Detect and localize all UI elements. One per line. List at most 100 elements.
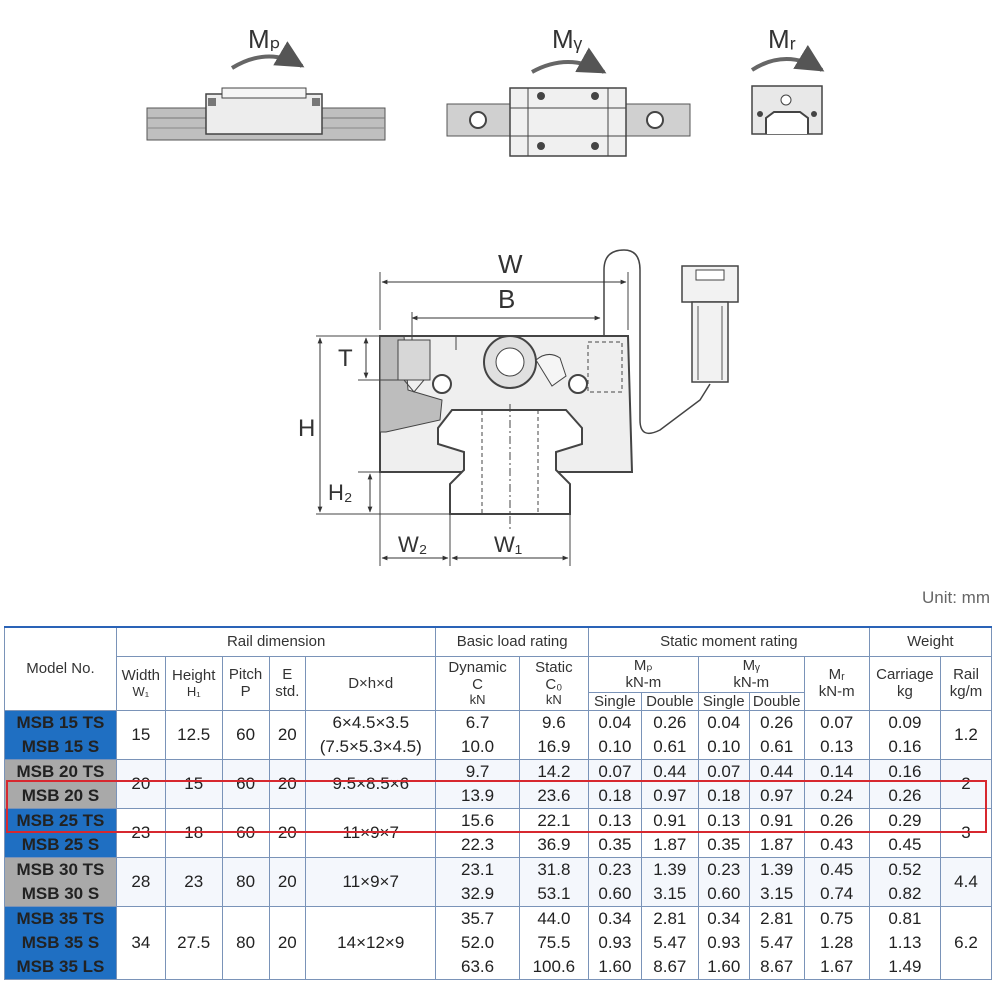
my-s-cell-line: 0.35 bbox=[707, 834, 741, 854]
mr-cell-line: 0.07 bbox=[820, 712, 854, 732]
my-d-cell-line: 0.61 bbox=[760, 736, 794, 756]
my-s-cell: 0.13 0.35 bbox=[697, 807, 750, 858]
width-cell: 15 bbox=[115, 709, 166, 760]
header-width-label: Width bbox=[121, 667, 160, 685]
header-dynamic-label: Dynamic bbox=[448, 658, 507, 676]
c-cell-line: 22.3 bbox=[461, 834, 495, 854]
dim-b-label: B bbox=[498, 284, 515, 314]
my-s-cell-line: 0.13 bbox=[707, 810, 741, 830]
model-cell-line: MSB 25 S bbox=[21, 834, 100, 854]
c-cell-line: 32.9 bbox=[461, 883, 495, 903]
my-d-cell-line: 1.87 bbox=[760, 834, 794, 854]
header-weight: Weight bbox=[868, 626, 993, 657]
carriage-cell-line: 0.82 bbox=[888, 883, 922, 903]
mp-s-cell-line: 0.04 bbox=[598, 712, 632, 732]
header-carriage-unit: kg bbox=[896, 683, 913, 701]
my-s-cell-line: 0.18 bbox=[707, 785, 741, 805]
width-cell: 34 bbox=[115, 905, 166, 980]
carriage-cell-line: 0.16 bbox=[888, 736, 922, 756]
header-mp-single: Single bbox=[587, 691, 642, 711]
header-model: Model No. bbox=[4, 625, 117, 711]
unit-label: Unit: mm bbox=[922, 588, 990, 607]
my-d-cell-line: 0.97 bbox=[760, 785, 794, 805]
my-s-cell-line: 1.60 bbox=[707, 956, 741, 976]
mp-d-cell-line: 0.97 bbox=[653, 785, 687, 805]
mr-cell-line: 0.24 bbox=[820, 785, 854, 805]
mp-d-cell-line: 0.91 bbox=[653, 810, 687, 830]
c-cell-line: 23.1 bbox=[461, 859, 495, 879]
model-cell-line: MSB 15 TS bbox=[16, 712, 105, 732]
c-cell-line: 35.7 bbox=[461, 908, 495, 928]
c-cell: 15.6 22.3 bbox=[435, 807, 520, 858]
header-rail-unit: kg/m bbox=[949, 683, 983, 701]
c0-cell-line: 100.6 bbox=[532, 956, 576, 976]
mp-s-cell-line: 0.10 bbox=[598, 736, 632, 756]
c0-cell-line: 16.9 bbox=[537, 736, 571, 756]
c0-cell-line: 22.1 bbox=[537, 810, 571, 830]
header-basic-load: Basic load rating bbox=[435, 626, 589, 657]
my-s-cell-line: 0.23 bbox=[707, 859, 741, 879]
my-d-cell-line: 3.15 bbox=[760, 883, 794, 903]
header-e-label: E bbox=[282, 666, 293, 684]
my-s-cell-line: 0.10 bbox=[707, 736, 741, 756]
dhd-cell-line: 6×4.5×3.5 bbox=[332, 712, 410, 732]
dhd-cell: 9.5×8.5×6 bbox=[305, 758, 437, 809]
mp-s-cell-line: 0.60 bbox=[598, 883, 632, 903]
dhd-cell-line: 14×12×9 bbox=[337, 932, 405, 952]
c0-cell-line: 75.5 bbox=[537, 932, 571, 952]
header-static-unit: kN bbox=[545, 692, 562, 708]
mp-s-cell-line: 0.13 bbox=[598, 810, 632, 830]
height-cell: 15 bbox=[164, 758, 223, 809]
mr-cell-line: 0.75 bbox=[820, 908, 854, 928]
header-my-double: Double bbox=[748, 691, 805, 711]
cross-section-drawing: W B T H H₂ W₂ W₁ bbox=[298, 249, 739, 566]
mp-d-cell-line: 0.44 bbox=[653, 761, 687, 781]
my-d-cell-line: 0.91 bbox=[760, 810, 794, 830]
dhd-cell-line: 11×9×7 bbox=[342, 871, 399, 891]
header-my-label: Mᵧ bbox=[742, 657, 760, 674]
moment-mr-diagram: Mᵣ bbox=[750, 24, 825, 135]
mp-d-cell-line: 0.26 bbox=[653, 712, 687, 732]
mp-s-cell-line: 0.18 bbox=[598, 785, 632, 805]
c0-cell-line: 31.8 bbox=[537, 859, 571, 879]
header-mr-unit: kN-m bbox=[818, 683, 855, 701]
mp-d-cell-line: 2.81 bbox=[653, 908, 687, 928]
moment-my-diagram: Mᵧ bbox=[446, 24, 691, 157]
model-cell-line: MSB 25 TS bbox=[16, 810, 105, 830]
mr-cell: 0.07 0.13 bbox=[803, 709, 870, 760]
width-cell: 20 bbox=[115, 758, 166, 809]
dhd-cell: 6×4.5×3.5(7.5×5.3×4.5) bbox=[305, 709, 437, 760]
my-s-cell-line: 0.93 bbox=[707, 932, 741, 952]
pitch-cell: 60 bbox=[221, 758, 270, 809]
c-cell-line: 15.6 bbox=[461, 810, 495, 830]
dhd-cell: 11×9×7 bbox=[305, 856, 437, 907]
mr-cell-line: 0.13 bbox=[820, 736, 854, 756]
mp-d-cell-line: 1.87 bbox=[653, 834, 687, 854]
header-mp-label: Mₚ bbox=[633, 657, 653, 674]
c-cell-line: 13.9 bbox=[461, 785, 495, 805]
pitch-cell: 60 bbox=[221, 807, 270, 858]
c0-cell-line: 23.6 bbox=[537, 785, 571, 805]
dhd-cell-line: 9.5×8.5×6 bbox=[332, 773, 410, 793]
mp-d-cell-line: 1.39 bbox=[653, 859, 687, 879]
header-rail-label: Rail bbox=[953, 666, 979, 684]
mp-d-cell-line: 8.67 bbox=[653, 956, 687, 976]
my-s-cell-line: 0.60 bbox=[707, 883, 741, 903]
